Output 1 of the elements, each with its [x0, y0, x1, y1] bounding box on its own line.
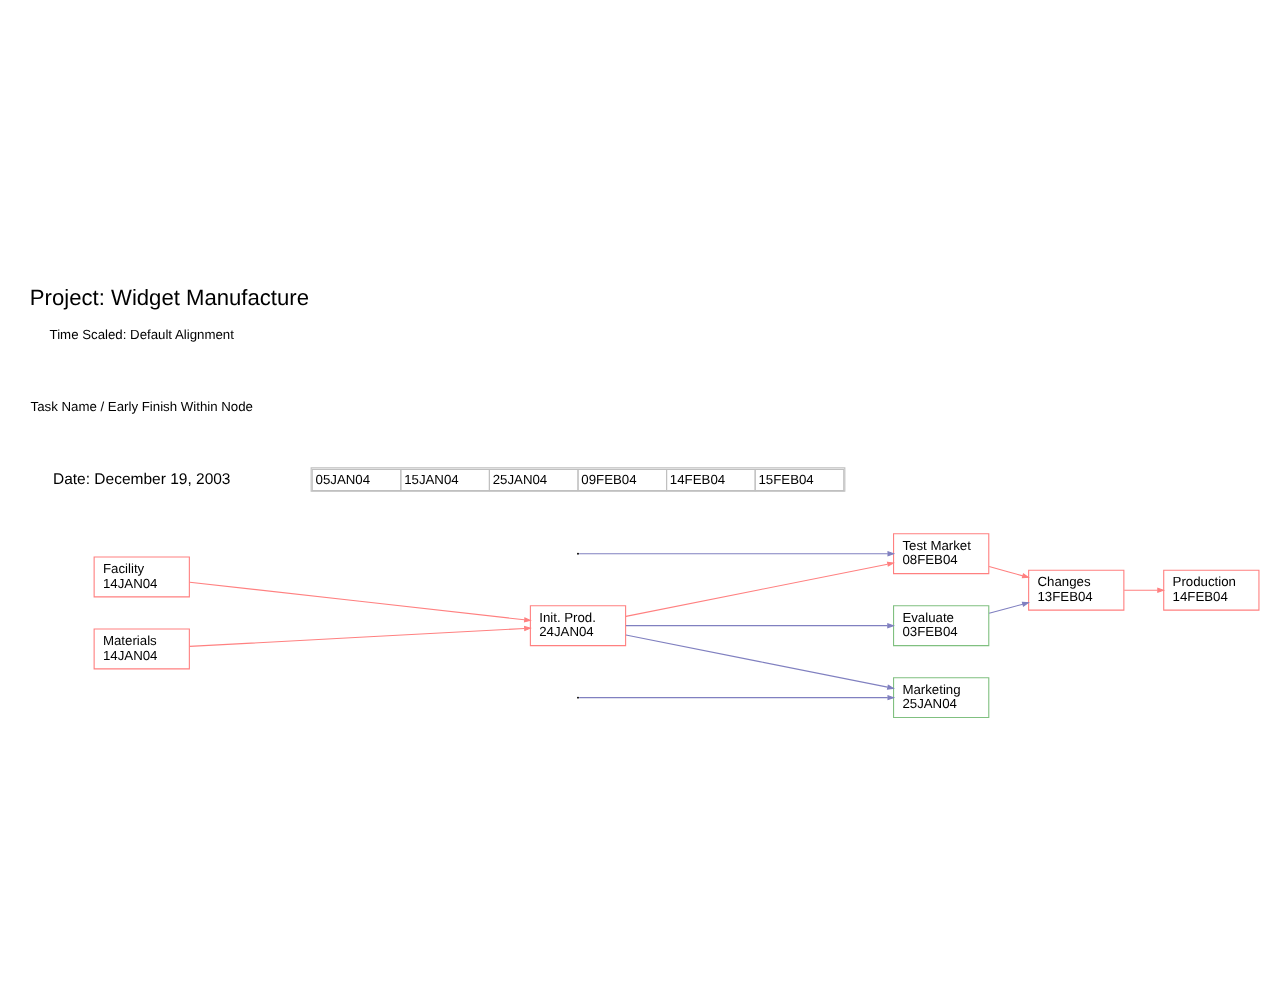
- diagram-title: Project: Widget Manufacture: [29, 286, 309, 311]
